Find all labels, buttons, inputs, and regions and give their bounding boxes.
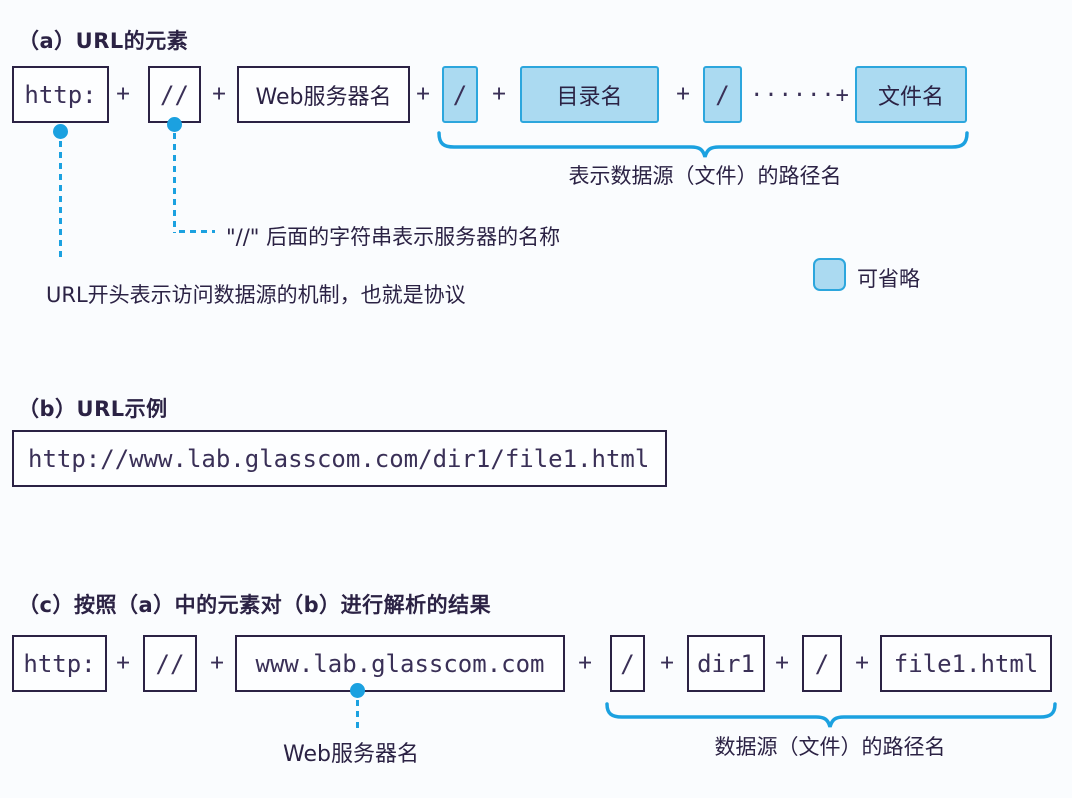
- path-brace-a: [437, 131, 969, 160]
- plus-sign: +: [855, 650, 869, 676]
- section-a-title: （a）URL的元素: [18, 29, 189, 53]
- server-callout-dot: [350, 683, 365, 698]
- slashes-callout-dashed-line: [173, 133, 176, 233]
- plus-sign: +: [676, 81, 690, 107]
- section-b-title: （b）URL示例: [18, 397, 168, 421]
- plus-sign: +: [212, 81, 226, 107]
- slash-box-a-2: /: [703, 66, 742, 123]
- plus-sign: +: [660, 650, 674, 676]
- filename-box-a: 文件名: [855, 66, 967, 123]
- scheme-box-c: http:: [12, 635, 107, 692]
- slashes-note: "//" 后面的字符串表示服务器的名称: [226, 225, 561, 249]
- section-c-title: （c）按照（a）中的元素对（b）进行解析的结果: [18, 593, 492, 617]
- slash-box-a-1: /: [442, 66, 478, 123]
- filename-box-c: file1.html: [880, 635, 1052, 692]
- path-brace-label-c: 数据源（文件）的路径名: [714, 735, 946, 759]
- path-brace-label-a: 表示数据源（文件）的路径名: [568, 164, 842, 188]
- plus-sign: +: [116, 81, 130, 107]
- directory-box-c: dir1: [687, 635, 765, 692]
- slashes-callout-dashed-line-h: [179, 230, 215, 233]
- scheme-callout-dot: [53, 124, 68, 139]
- scheme-note: URL开头表示访问数据源的机制，也就是协议: [46, 283, 466, 307]
- path-brace-c: [605, 702, 1057, 730]
- plus-sign: +: [116, 650, 130, 676]
- slashes-callout-dot: [167, 117, 182, 132]
- scheme-box-a: http:: [12, 66, 109, 123]
- slash-box-c-2: /: [802, 635, 842, 692]
- slash-box-c-1: /: [610, 635, 645, 692]
- optional-legend-swatch: [813, 258, 846, 291]
- plus-sign: +: [210, 650, 224, 676]
- url-example-box: http://www.lab.glasscom.com/dir1/file1.h…: [12, 430, 667, 487]
- server-callout-dashed-line: [356, 700, 359, 730]
- plus-sign: +: [775, 650, 789, 676]
- server-label-c: Web服务器名: [283, 742, 419, 767]
- optional-legend-label: 可省略: [857, 267, 920, 291]
- directory-box-a: 目录名: [520, 66, 659, 123]
- server-box-c: www.lab.glasscom.com: [235, 635, 565, 692]
- slashes-box-a: //: [148, 66, 201, 123]
- slashes-box-c: //: [143, 635, 197, 692]
- plus-sign: +: [492, 81, 506, 107]
- web-server-box-a: Web服务器名: [237, 66, 410, 123]
- ellipsis-plus: ······+: [750, 83, 850, 108]
- plus-sign: +: [578, 650, 592, 676]
- scheme-callout-dashed-line: [59, 141, 62, 262]
- plus-sign: +: [416, 81, 430, 107]
